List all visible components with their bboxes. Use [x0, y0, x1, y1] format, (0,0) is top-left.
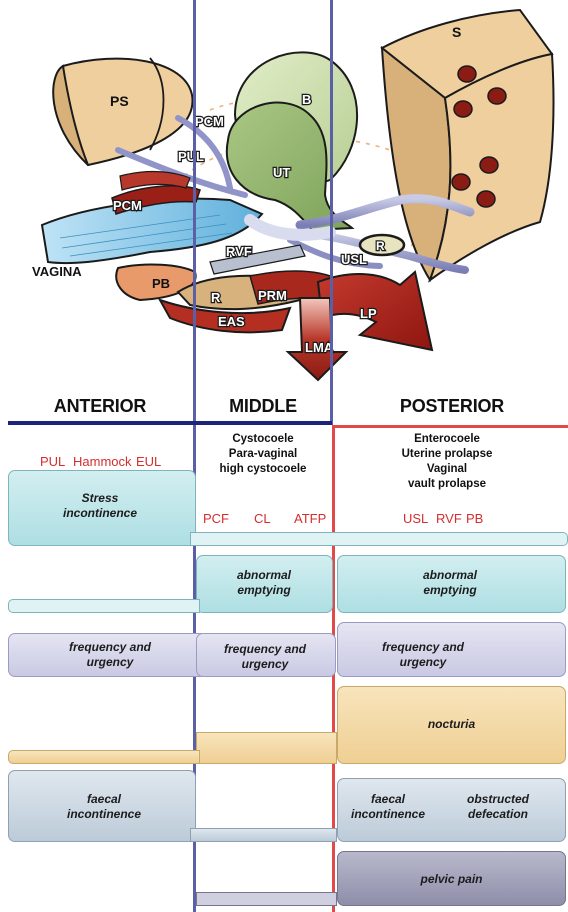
- symptom-faecal-posterior: faecal incontinence: [342, 792, 434, 822]
- condition-line: Para-vaginal: [198, 447, 328, 462]
- label-vagina: VAGINA: [32, 264, 82, 279]
- symptom-line: faecal: [24, 792, 184, 807]
- symptom-line: urgency: [358, 655, 488, 670]
- symptom-faecal-anterior: faecal incontinence: [24, 792, 184, 822]
- zone-header-line: [8, 421, 332, 425]
- symptom-line: faecal: [342, 792, 434, 807]
- label-pcm-left: PCM: [113, 198, 142, 213]
- symptom-obstructed-defecation: obstructed defecation: [455, 792, 541, 822]
- structure-cl: CL: [254, 511, 271, 526]
- symptom-line: frequency and: [40, 640, 180, 655]
- symptom-line: urgency: [198, 657, 332, 672]
- middle-zone-conditions: Cystocoele Para-vaginal high cystocoele: [198, 432, 328, 477]
- symptom-frequency-posterior: frequency and urgency: [358, 640, 488, 670]
- posterior-zone-border: [332, 425, 568, 428]
- label-eas: EAS: [218, 314, 245, 329]
- structure-rvf: RVF: [436, 511, 462, 526]
- symptom-frequency-anterior: frequency and urgency: [40, 640, 180, 670]
- symptom-line: frequency and: [358, 640, 488, 655]
- label-ut: UT: [273, 165, 290, 180]
- zone-title-middle: MIDDLE: [196, 396, 330, 417]
- symptom-line: frequency and: [198, 642, 332, 657]
- zone-title-posterior: POSTERIOR: [352, 396, 552, 417]
- condition-line: high cystocoele: [198, 462, 328, 477]
- symptom-line: incontinence: [20, 506, 180, 521]
- symptom-abnormal-emptying-posterior: abnormal emptying: [375, 568, 525, 598]
- label-prm: PRM: [258, 288, 287, 303]
- abnormal-emptying-baseline: [8, 599, 200, 613]
- symptom-line: defecation: [455, 807, 541, 822]
- condition-line: Uterine prolapse: [372, 447, 522, 462]
- rectovaginal-fascia: [210, 245, 305, 274]
- label-r-lower: R: [211, 290, 221, 305]
- condition-line: Cystocoele: [198, 432, 328, 447]
- label-pul: PUL: [178, 149, 204, 164]
- label-ps: PS: [110, 93, 129, 109]
- posterior-zone-conditions: Enterocoele Uterine prolapse Vaginal vau…: [372, 432, 522, 492]
- symptom-abnormal-emptying-middle: abnormal emptying: [198, 568, 330, 598]
- label-lp: LP: [360, 306, 377, 321]
- symptom-line: abnormal: [375, 568, 525, 583]
- structure-usl: USL: [403, 511, 428, 526]
- symptom-line: abnormal: [198, 568, 330, 583]
- sacrum: [382, 10, 554, 280]
- symptom-line: incontinence: [24, 807, 184, 822]
- structure-eul: EUL: [136, 454, 161, 469]
- faecal-middle-baseline: [190, 828, 337, 842]
- label-b: B: [302, 92, 311, 107]
- symptom-line: emptying: [198, 583, 330, 598]
- symptom-line: incontinence: [342, 807, 434, 822]
- pelvic-anatomy-illustration: PS PCM PUL B UT S PCM VAGINA RVF R USL P…: [0, 0, 568, 395]
- symptom-frequency-middle: frequency and urgency: [198, 642, 332, 672]
- symptom-line: urgency: [40, 655, 180, 670]
- nocturia-middle-box: [196, 732, 337, 764]
- middle-posterior-divider: [330, 0, 333, 425]
- label-rvf: RVF: [226, 244, 252, 259]
- condition-line: Vaginal: [372, 462, 522, 477]
- zone-title-anterior: ANTERIOR: [20, 396, 180, 417]
- structure-hammock: Hammock: [73, 454, 132, 469]
- symptom-line: Stress: [20, 491, 180, 506]
- stress-incontinence-baseline: [190, 532, 568, 546]
- symptom-line: emptying: [375, 583, 525, 598]
- condition-line: Enterocoele: [372, 432, 522, 447]
- structure-pcf: PCF: [203, 511, 229, 526]
- label-usl: USL: [341, 252, 367, 267]
- pelvic-pain-baseline: [196, 892, 337, 906]
- condition-line: vault prolapse: [372, 477, 522, 492]
- label-s: S: [452, 24, 461, 40]
- label-r-right: R: [376, 239, 385, 253]
- symptom-pelvic-pain: pelvic pain: [337, 872, 566, 887]
- label-pcm-top: PCM: [195, 114, 224, 129]
- structure-pul: PUL: [40, 454, 65, 469]
- nocturia-baseline: [8, 750, 200, 764]
- symptom-stress-incontinence: Stress incontinence: [20, 491, 180, 521]
- symptom-line: obstructed: [455, 792, 541, 807]
- symptom-nocturia: nocturia: [337, 717, 566, 732]
- label-pb: PB: [152, 276, 170, 291]
- structure-atfp: ATFP: [294, 511, 326, 526]
- structure-pb: PB: [466, 511, 483, 526]
